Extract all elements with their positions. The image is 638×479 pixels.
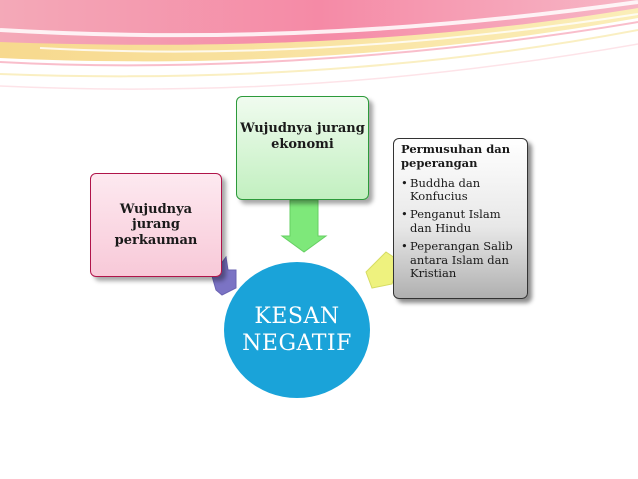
banner-pink-swoosh: [0, 21, 638, 67]
box-ekonomi-label: Wujudnya jurang ekonomi: [240, 121, 365, 152]
bullet-item: Peperangan Salib antara Islam dan Kristi…: [401, 239, 521, 281]
center-label-line2: NEGATIF: [242, 331, 352, 356]
banner-white-swoosh: [0, 0, 638, 38]
arrow-from-ekonomi: [280, 199, 328, 253]
banner-white-swoosh: [39, 13, 638, 53]
arrow-from-perkauman: [211, 255, 237, 296]
box-wujudnya-jurang-ekonomi: Wujudnya jurang ekonomi: [236, 96, 369, 200]
box-permusuhan-heading: Permusuhan dan peperangan: [401, 142, 511, 170]
center-circle-kesan-negatif: KESAN NEGATIF: [224, 262, 370, 398]
bullet-item: Penganut Islam dan Hindu: [401, 207, 521, 236]
bullet-item: Buddha dan Konfucius: [401, 176, 521, 205]
box-permusuhan-dan-peperangan: Permusuhan dan peperangan Buddha dan Kon…: [393, 138, 528, 299]
banner-pink-swoosh: [0, 43, 638, 90]
box-wujudnya-jurang-perkauman: Wujudnya jurang perkauman: [90, 173, 222, 277]
decorative-banner: [0, 0, 638, 90]
center-label-line1: KESAN: [254, 303, 340, 329]
banner-yellow-swoosh: [0, 29, 638, 78]
box-perkauman-label: Wujudnya jurang perkauman: [114, 201, 198, 248]
box-permusuhan-bullet-list: Buddha dan Konfucius Penganut Islam dan …: [401, 176, 521, 282]
